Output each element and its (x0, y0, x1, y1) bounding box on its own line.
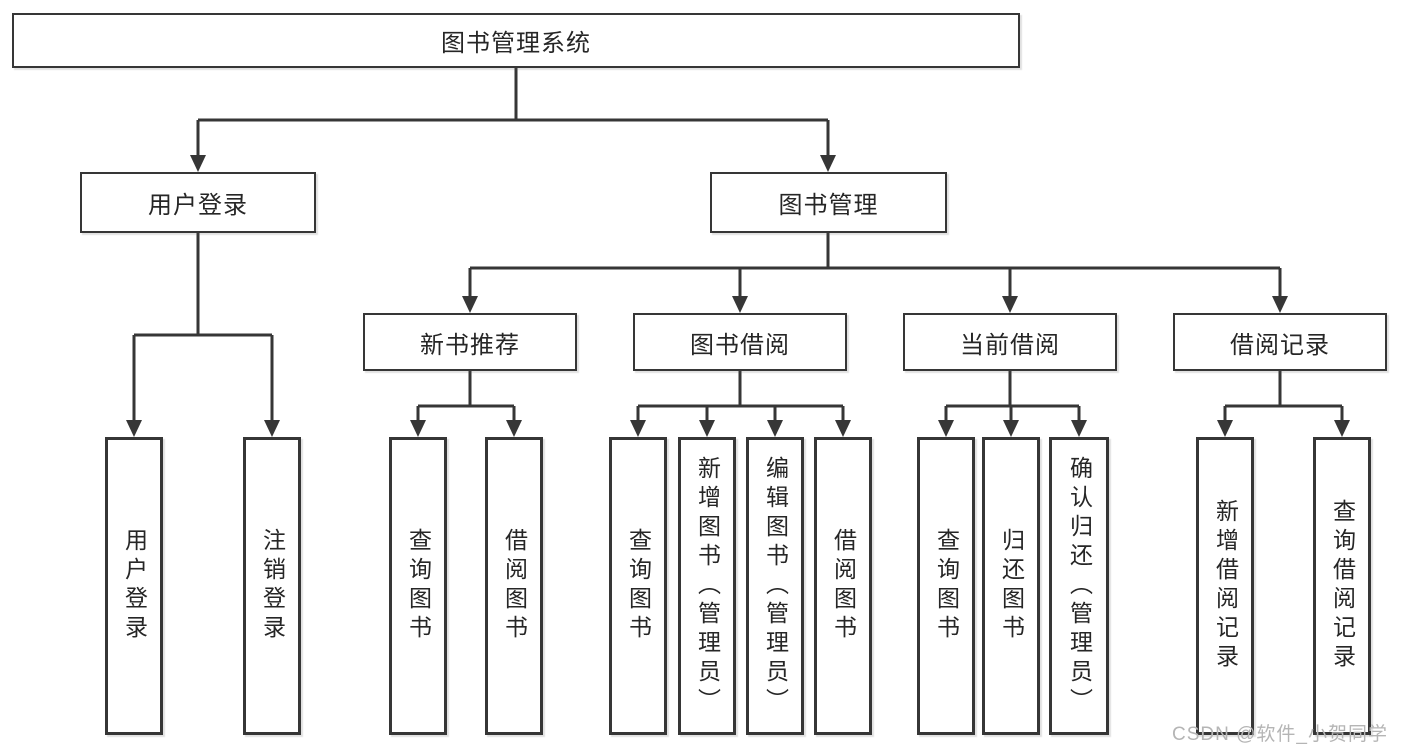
leaf-bb-edit-books-admin: 编辑图书（管理员） (746, 437, 804, 735)
leaf-br-add-record: 新增借阅记录 (1196, 437, 1254, 735)
connector-book-borrow-to-leaves (636, 371, 845, 422)
leaf-user-login: 用户登录 (105, 437, 163, 735)
leaf-bb-add-books-admin: 新增图书（管理员） (678, 437, 736, 735)
node-current-borrow: 当前借阅 (903, 313, 1117, 371)
leaf-logout: 注销登录 (243, 437, 301, 735)
node-user-login: 用户登录 (80, 172, 316, 233)
leaf-bb-borrow-books: 借阅图书 (814, 437, 872, 735)
connector-new-book-rec-to-leaves (416, 371, 516, 422)
node-book-mgmt: 图书管理 (710, 172, 947, 233)
leaf-cb-confirm-return-admin: 确认归还（管理员） (1049, 437, 1109, 735)
connector-borrow-records-to-leaves (1223, 371, 1344, 422)
leaf-br-query-record: 查询借阅记录 (1313, 437, 1371, 735)
node-new-book-rec: 新书推荐 (363, 313, 577, 371)
leaf-cb-query-books: 查询图书 (917, 437, 975, 735)
node-book-borrow: 图书借阅 (633, 313, 847, 371)
arrowheads (126, 155, 1350, 437)
connector-book-mgmt-to-level3 (468, 233, 1282, 298)
connector-root-to-level2 (196, 68, 830, 158)
leaf-nb-borrow-books: 借阅图书 (485, 437, 543, 735)
connector-user-login-to-leaves (132, 233, 274, 422)
leaf-nb-query-books: 查询图书 (389, 437, 447, 735)
node-borrow-records: 借阅记录 (1173, 313, 1387, 371)
connector-current-borrow-to-leaves (944, 371, 1081, 422)
node-root: 图书管理系统 (12, 13, 1020, 68)
leaf-cb-return-books: 归还图书 (982, 437, 1040, 735)
leaf-bb-query-books: 查询图书 (609, 437, 667, 735)
csdn-watermark: CSDN @软件_小贺同学 (1172, 724, 1388, 745)
